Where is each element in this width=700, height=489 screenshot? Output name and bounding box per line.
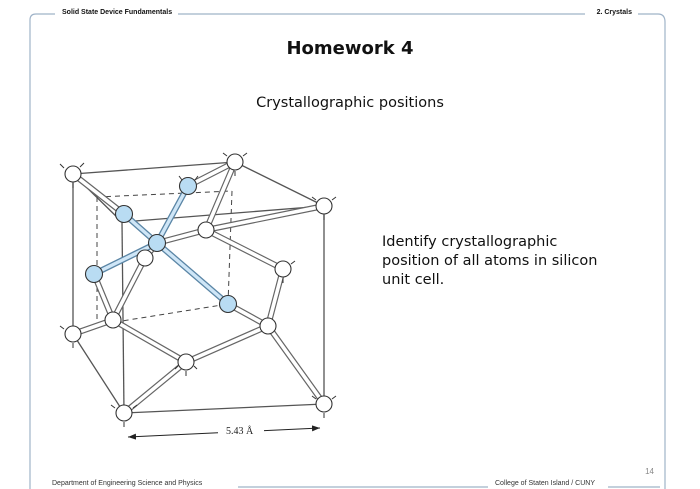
atoms bbox=[64, 153, 333, 422]
atom-highlight bbox=[114, 204, 134, 224]
atom-highlight bbox=[84, 264, 104, 284]
atom-face bbox=[259, 317, 277, 335]
body-line: position of all atoms in silicon bbox=[382, 253, 598, 269]
atom-corner bbox=[315, 197, 333, 215]
atom-corner bbox=[115, 404, 133, 422]
bonds-highlighted bbox=[91, 183, 231, 307]
course-title: Solid State Device Fundamentals bbox=[62, 9, 173, 16]
atom-highlight bbox=[218, 294, 238, 314]
body-line: Identify crystallographic bbox=[382, 234, 558, 250]
slide-body-text: Identify crystallographic position of al… bbox=[382, 233, 632, 290]
slide-title: Homework 4 bbox=[286, 38, 414, 59]
atom-face bbox=[177, 353, 195, 371]
atom-corner bbox=[226, 153, 244, 171]
lattice-constant-label: 5.43 Å bbox=[226, 426, 254, 437]
bonds-default bbox=[70, 159, 327, 416]
page-number: 14 bbox=[645, 467, 654, 476]
slide-subtitle: Crystallographic positions bbox=[256, 95, 444, 111]
body-line: unit cell. bbox=[382, 272, 445, 288]
atom-face bbox=[274, 260, 292, 278]
cube-edges bbox=[72, 161, 325, 414]
atom-face bbox=[136, 249, 154, 267]
footer-department: Department of Engineering Science and Ph… bbox=[52, 480, 203, 487]
atom-face bbox=[104, 311, 122, 329]
section-label: 2. Crystals bbox=[596, 9, 632, 16]
atom-corner bbox=[64, 325, 82, 343]
bond-stubs bbox=[59, 152, 337, 427]
atom-face bbox=[197, 221, 215, 239]
atom-highlight bbox=[147, 233, 167, 253]
atom-highlight bbox=[178, 176, 198, 196]
atom-corner bbox=[64, 165, 82, 183]
footer-college: College of Staten Island / CUNY bbox=[495, 480, 595, 487]
atom-corner bbox=[315, 395, 333, 413]
